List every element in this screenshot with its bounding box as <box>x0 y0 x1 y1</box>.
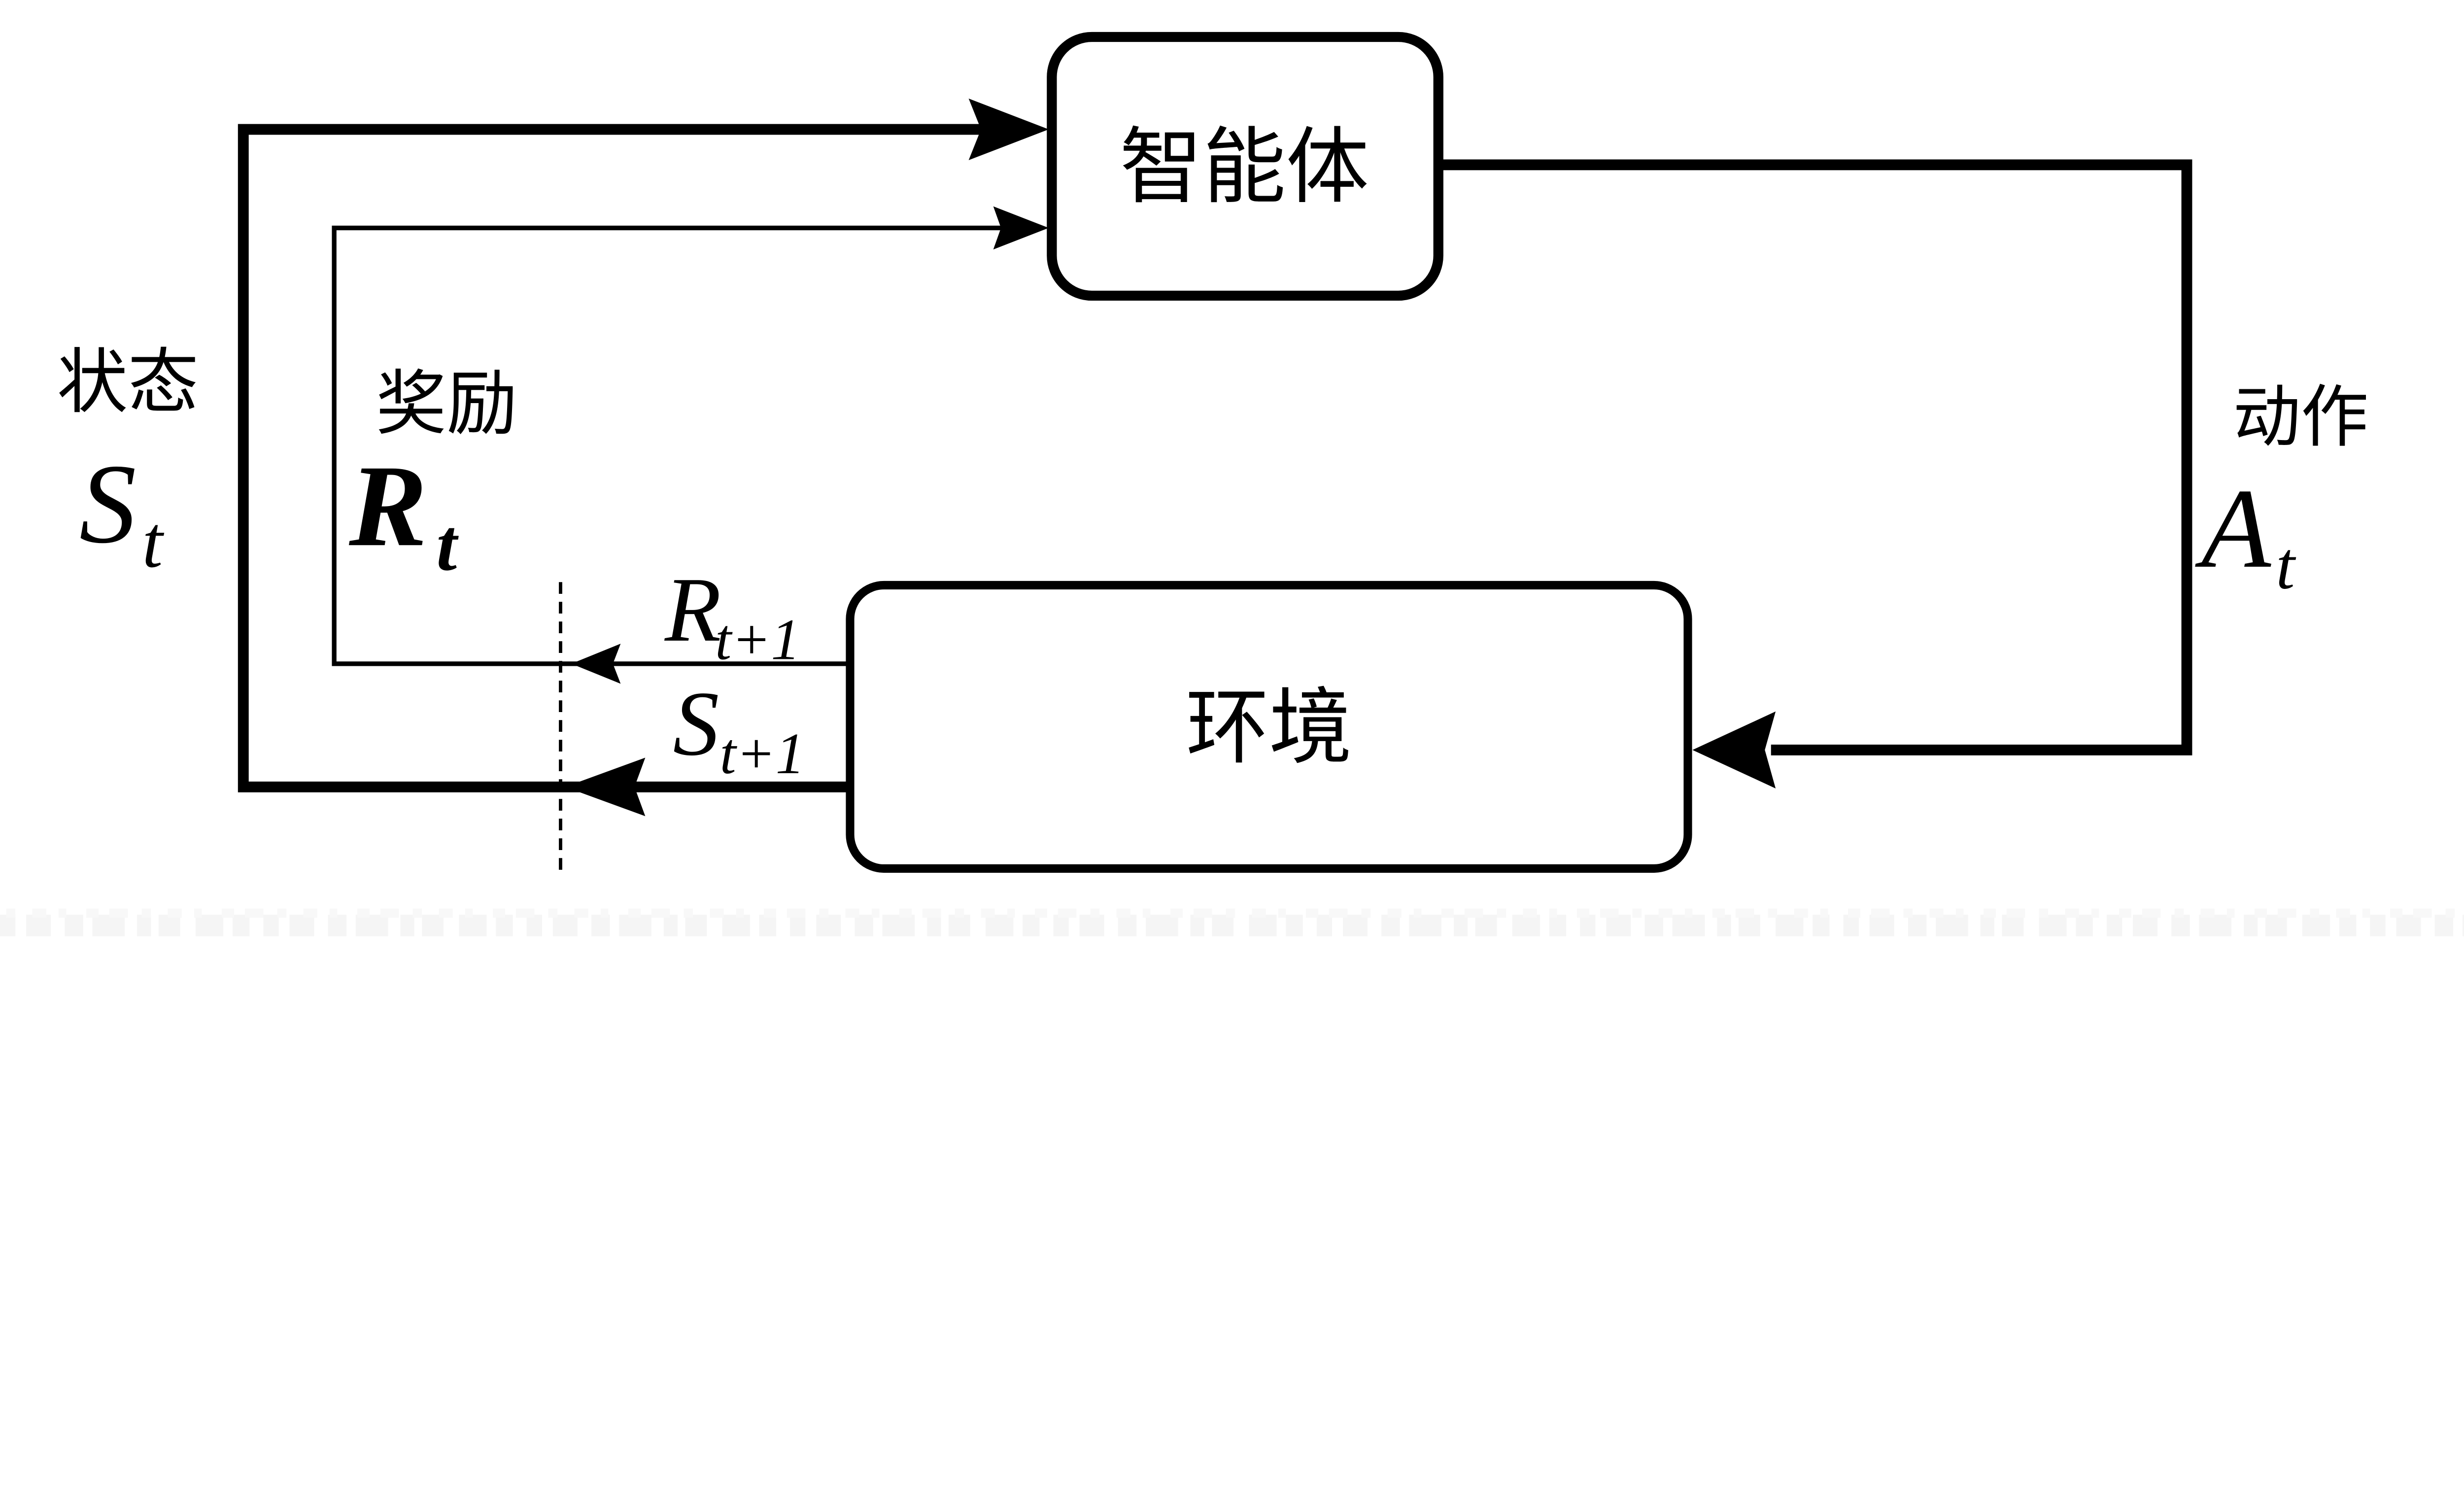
diagram-canvas: 智能体 环境 状态 S t 奖励 R t 动作 A t R t+1 S t+1 <box>0 32 2464 936</box>
rl-agent-environment-diagram: 智能体 环境 状态 S t 奖励 R t 动作 A t R t+1 S t+1 <box>0 32 2464 936</box>
next-reward-subscript: t+1 <box>715 607 800 672</box>
action-into-environment-arrowhead <box>1692 711 1776 788</box>
next-reward-symbol: R <box>664 558 721 661</box>
cropped-caption-artifact <box>0 908 2464 936</box>
reward-symbol: R <box>348 441 427 571</box>
agent-box <box>1047 32 1443 301</box>
environment-box <box>846 581 1692 873</box>
action-label-text: 动作 <box>2233 380 2368 455</box>
reward-into-agent-arrowhead <box>993 206 1049 250</box>
state-into-agent-arrowhead <box>968 99 1049 160</box>
next-state-subscript: t+1 <box>720 721 805 786</box>
reward-label-text: 奖励 <box>376 366 518 444</box>
state-label-text: 状态 <box>57 344 199 422</box>
agent-label: 智能体 <box>1120 122 1369 214</box>
next-state-arrowhead <box>565 757 646 817</box>
state-symbol-subscript: t <box>142 501 165 583</box>
reward-symbol-subscript: t <box>436 504 459 586</box>
environment-label: 环境 <box>1186 682 1352 774</box>
state-symbol: S <box>79 441 137 567</box>
next-state-symbol: S <box>673 672 719 775</box>
action-symbol: A <box>2195 466 2272 592</box>
action-loop-line <box>1438 159 2192 755</box>
state-loop-line <box>238 124 998 792</box>
action-symbol-subscript: t <box>2276 528 2296 603</box>
next-reward-arrowhead <box>571 644 621 684</box>
